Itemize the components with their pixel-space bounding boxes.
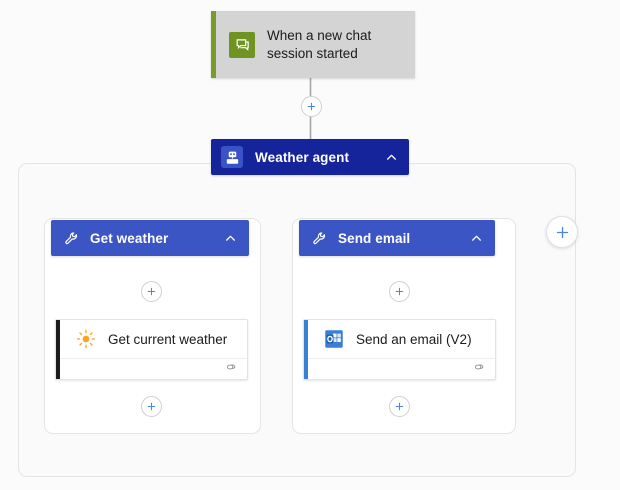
action-card-row: Send an email (V2)	[304, 320, 495, 359]
add-tool-button[interactable]	[546, 216, 578, 248]
action-card-footer	[56, 359, 247, 378]
action-card-get-current-weather[interactable]: Get current weather	[55, 319, 248, 380]
tool-node-get-weather[interactable]: Get weather	[51, 220, 249, 256]
trigger-label: When a new chat session started	[267, 27, 372, 61]
link-connector-icon[interactable]	[225, 360, 238, 378]
add-step-in-get-weather-bottom[interactable]	[141, 396, 162, 417]
action-label: Get current weather	[108, 331, 228, 347]
tool-node-send-email[interactable]: Send email	[299, 220, 495, 256]
add-step-in-send-email-top[interactable]	[389, 281, 410, 302]
agent-label: Weather agent	[255, 149, 350, 165]
outlook-icon	[323, 328, 345, 350]
link-connector-icon[interactable]	[473, 360, 486, 378]
action-card-row: Get current weather	[56, 320, 247, 359]
chevron-up-icon[interactable]	[470, 220, 483, 256]
action-accent-bar	[56, 320, 60, 379]
add-step-in-get-weather-top[interactable]	[141, 281, 162, 302]
tool-label-send-email: Send email	[338, 230, 411, 246]
trigger-accent-bar	[211, 11, 216, 78]
tool-label-get-weather: Get weather	[90, 230, 169, 246]
action-accent-bar	[304, 320, 308, 379]
add-step-in-send-email-bottom[interactable]	[389, 396, 410, 417]
chat-bubble-icon	[229, 31, 255, 58]
chevron-up-icon[interactable]	[224, 220, 237, 256]
agent-node[interactable]: Weather agent	[211, 139, 409, 175]
trigger-node[interactable]: When a new chat session started	[211, 11, 415, 78]
action-card-footer	[304, 359, 495, 378]
sun-icon	[75, 328, 97, 350]
robot-agent-icon	[221, 146, 243, 168]
wrench-icon	[312, 231, 327, 246]
action-card-send-an-email[interactable]: Send an email (V2)	[303, 319, 496, 380]
action-label: Send an email (V2)	[356, 331, 472, 347]
wrench-icon	[64, 231, 79, 246]
add-step-after-trigger[interactable]	[301, 96, 322, 117]
chevron-up-icon[interactable]	[385, 139, 398, 175]
